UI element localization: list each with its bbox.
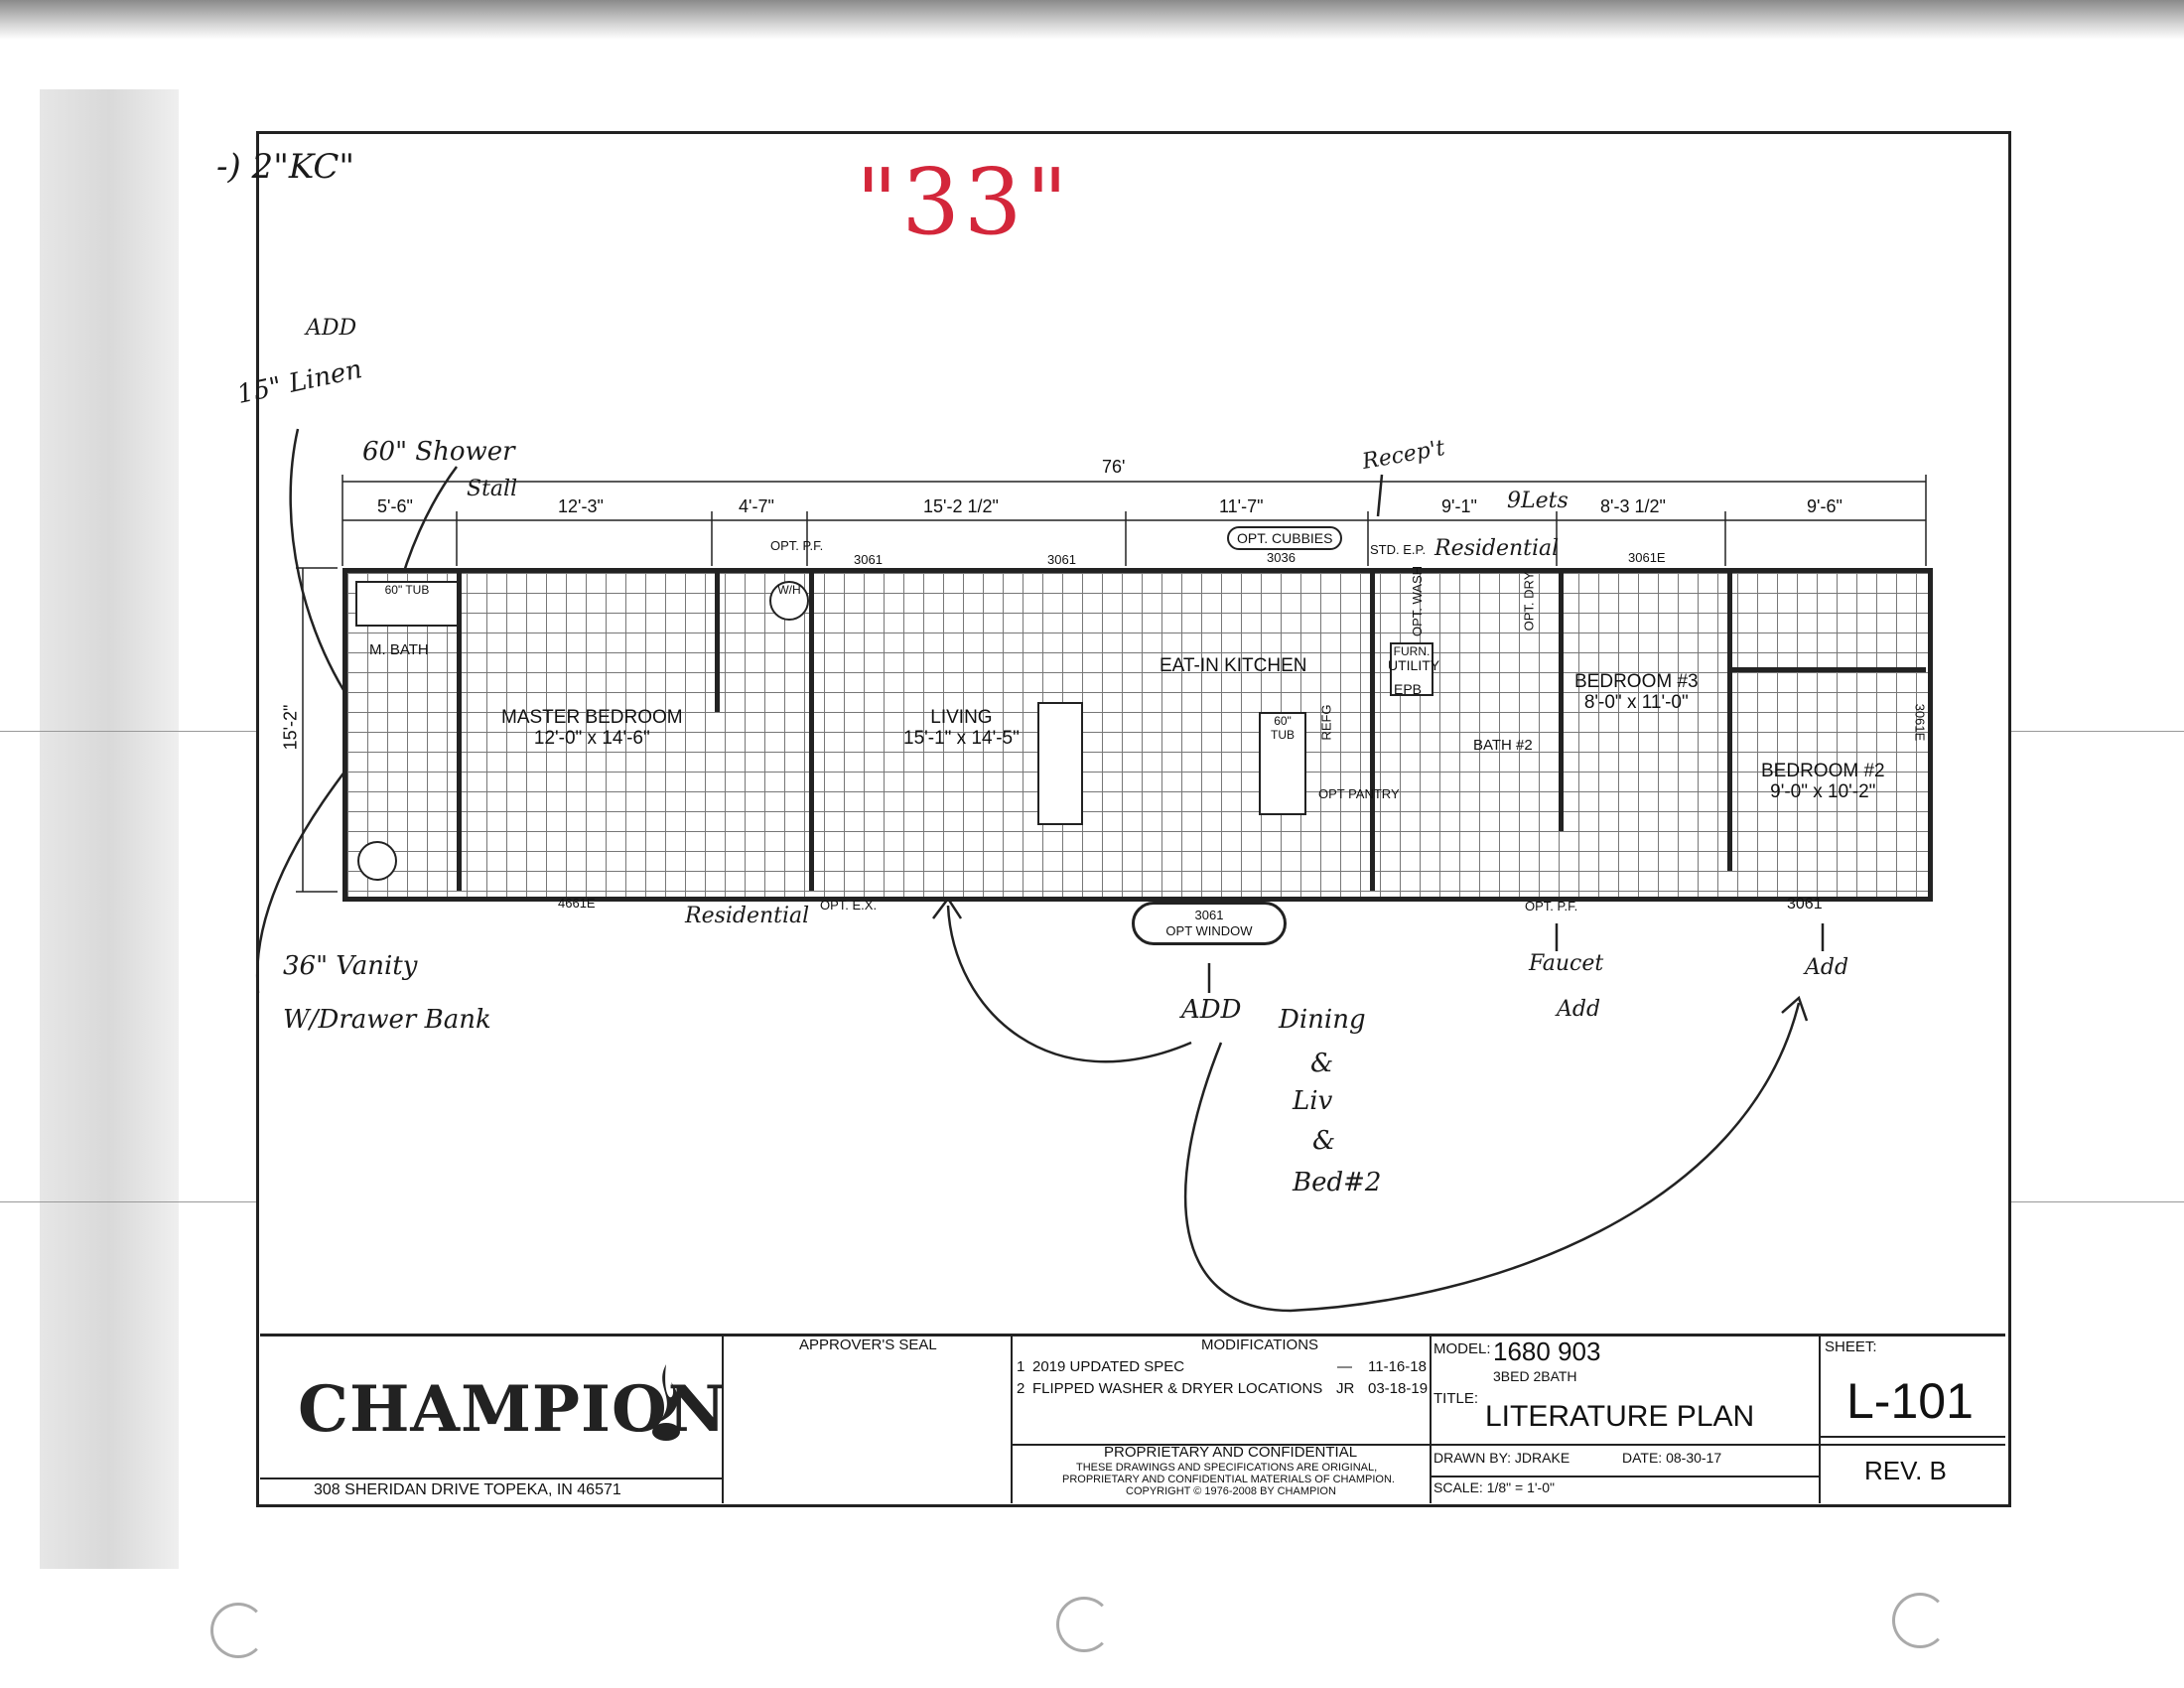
drawing-scale: SCALE: 1/8" = 1'-0" bbox=[1433, 1479, 1555, 1495]
proprietary-line-1: THESE DRAWINGS AND SPECIFICATIONS ARE OR… bbox=[1076, 1462, 1378, 1474]
note-amp2: & bbox=[1312, 1126, 1336, 1156]
opt-pantry: OPT PANTRY bbox=[1318, 786, 1400, 801]
mod1-num: 1 bbox=[1017, 1358, 1025, 1375]
plan-title: LITERATURE PLAN bbox=[1485, 1400, 1755, 1433]
floor-plan: 60" TUB W/H 60" TUB FURN. bbox=[342, 568, 1933, 902]
opt-wash: OPT. WASH bbox=[1410, 565, 1426, 637]
water-heater: W/H bbox=[769, 581, 809, 621]
mod1-text: 2019 UPDATED SPEC bbox=[1032, 1358, 1185, 1375]
window-3061a: 3061 bbox=[854, 552, 883, 567]
approvers-seal: APPROVER'S SEAL bbox=[799, 1336, 937, 1353]
sheet-label: SHEET: bbox=[1825, 1338, 1877, 1355]
dim-1: 5'-6" bbox=[377, 496, 413, 516]
mod2-text: FLIPPED WASHER & DRYER LOCATIONS bbox=[1032, 1380, 1323, 1397]
note-shower: 60" Shower bbox=[362, 437, 515, 467]
note-residential-bottom: Residential bbox=[685, 904, 810, 928]
room-epb: EPB bbox=[1394, 681, 1423, 697]
opt-pf-2: OPT. P.F. bbox=[1525, 899, 1578, 914]
room-kitchen: EAT-IN KITCHEN bbox=[1160, 655, 1307, 676]
tub-fixture: 60" TUB bbox=[355, 581, 459, 627]
dim-7: 8'-3 1/2" bbox=[1600, 496, 1666, 516]
flame-icon bbox=[652, 1364, 680, 1441]
proprietary-title: PROPRIETARY AND CONFIDENTIAL bbox=[1104, 1444, 1358, 1461]
toilet-fixture bbox=[357, 841, 397, 881]
mod1-by: — bbox=[1337, 1358, 1352, 1375]
note-faucet: Faucet bbox=[1529, 951, 1604, 976]
binder-ring-left bbox=[210, 1603, 266, 1658]
scan-edge bbox=[0, 0, 2184, 40]
window-4661e: 4661E bbox=[558, 896, 596, 911]
opt-ex: OPT. E.X. bbox=[820, 898, 878, 913]
note-amp1: & bbox=[1310, 1049, 1334, 1078]
furnace: FURN. bbox=[1390, 642, 1433, 696]
title-block bbox=[260, 1334, 2005, 1503]
note-ipc: 9Lets bbox=[1507, 489, 1569, 513]
binder-ring-center bbox=[1056, 1597, 1112, 1652]
dim-5: 11'-7" bbox=[1219, 496, 1264, 516]
title-label: TITLE: bbox=[1433, 1390, 1479, 1407]
red-mark: "33" bbox=[856, 149, 1072, 255]
sheet-number: L-101 bbox=[1846, 1373, 1974, 1429]
window-3061b: 3061 bbox=[1047, 552, 1076, 567]
window-3061-right: 3061 bbox=[1787, 896, 1823, 913]
revision: REV. B bbox=[1864, 1456, 1947, 1485]
note-bed2: Bed#2 bbox=[1293, 1168, 1382, 1197]
refrigerator: REFG bbox=[1318, 704, 1334, 741]
note-add: ADD bbox=[306, 316, 357, 341]
note-residential-top: Residential bbox=[1434, 536, 1560, 561]
model-label: MODEL: bbox=[1433, 1340, 1491, 1357]
note-add-center: ADD bbox=[1181, 995, 1242, 1025]
note-dining: Dining bbox=[1279, 1005, 1366, 1035]
note-faucet-add: Add bbox=[1557, 997, 1601, 1022]
dim-width: 15'-2" bbox=[280, 704, 301, 751]
note-stall: Stall bbox=[467, 477, 518, 501]
drawing-date: DATE: 08-30-17 bbox=[1622, 1450, 1722, 1466]
bath2-tub: 60" TUB bbox=[1259, 712, 1306, 815]
mod2-num: 2 bbox=[1017, 1380, 1025, 1397]
dim-8: 9'-6" bbox=[1807, 496, 1843, 516]
dim-4: 15'-2 1/2" bbox=[923, 496, 999, 516]
room-master-bath: M. BATH bbox=[369, 641, 429, 658]
model-number: 1680 903 bbox=[1493, 1336, 1601, 1366]
opt-cubbies: OPT. CUBBIES bbox=[1227, 526, 1343, 550]
mod2-date: 03-18-19 bbox=[1368, 1380, 1429, 1397]
binder-ring-right bbox=[1892, 1593, 1948, 1648]
proprietary-line-2: PROPRIETARY AND CONFIDENTIAL MATERIALS O… bbox=[1062, 1474, 1395, 1485]
opt-dry: OPT. DRY bbox=[1521, 571, 1537, 632]
room-bath-2: BATH #2 bbox=[1473, 737, 1533, 754]
room-utility: UTILITY bbox=[1388, 657, 1440, 673]
note-vanity: 36" Vanity bbox=[283, 951, 418, 981]
mod1-date: 11-16-18 bbox=[1368, 1358, 1427, 1375]
dim-overall: 76' bbox=[1102, 457, 1126, 477]
window-3061e: 3061E bbox=[1628, 550, 1666, 565]
dim-6: 9'-1" bbox=[1441, 496, 1477, 516]
note-drawer: W/Drawer Bank bbox=[283, 1005, 491, 1035]
std-ep: STD. E.P. bbox=[1370, 542, 1427, 557]
note-right-add: Add bbox=[1805, 955, 1849, 980]
copyright: COPYRIGHT © 1976-2008 BY CHAMPION bbox=[1126, 1485, 1336, 1497]
note-liv: Liv bbox=[1293, 1086, 1333, 1116]
mod2-by: JR bbox=[1336, 1380, 1355, 1397]
window-3036: 3036 bbox=[1267, 550, 1296, 565]
drawn-by: DRAWN BY: JDRAKE bbox=[1433, 1450, 1570, 1466]
model-subtitle: 3BED 2BATH bbox=[1493, 1368, 1577, 1384]
note-top-left: -) 2"KC" bbox=[216, 147, 354, 187]
opt-pf: OPT. P.F. bbox=[770, 538, 824, 553]
dim-3: 4'-7" bbox=[739, 496, 774, 516]
scan-shadow bbox=[40, 89, 179, 1569]
kitchen-island bbox=[1037, 702, 1083, 825]
window-side-3061e: 3061E bbox=[1912, 703, 1928, 742]
company-address: 308 SHERIDAN DRIVE TOPEKA, IN 46571 bbox=[314, 1481, 621, 1498]
dim-2: 12'-3" bbox=[558, 496, 604, 516]
modifications-header: MODIFICATIONS bbox=[1201, 1336, 1319, 1353]
